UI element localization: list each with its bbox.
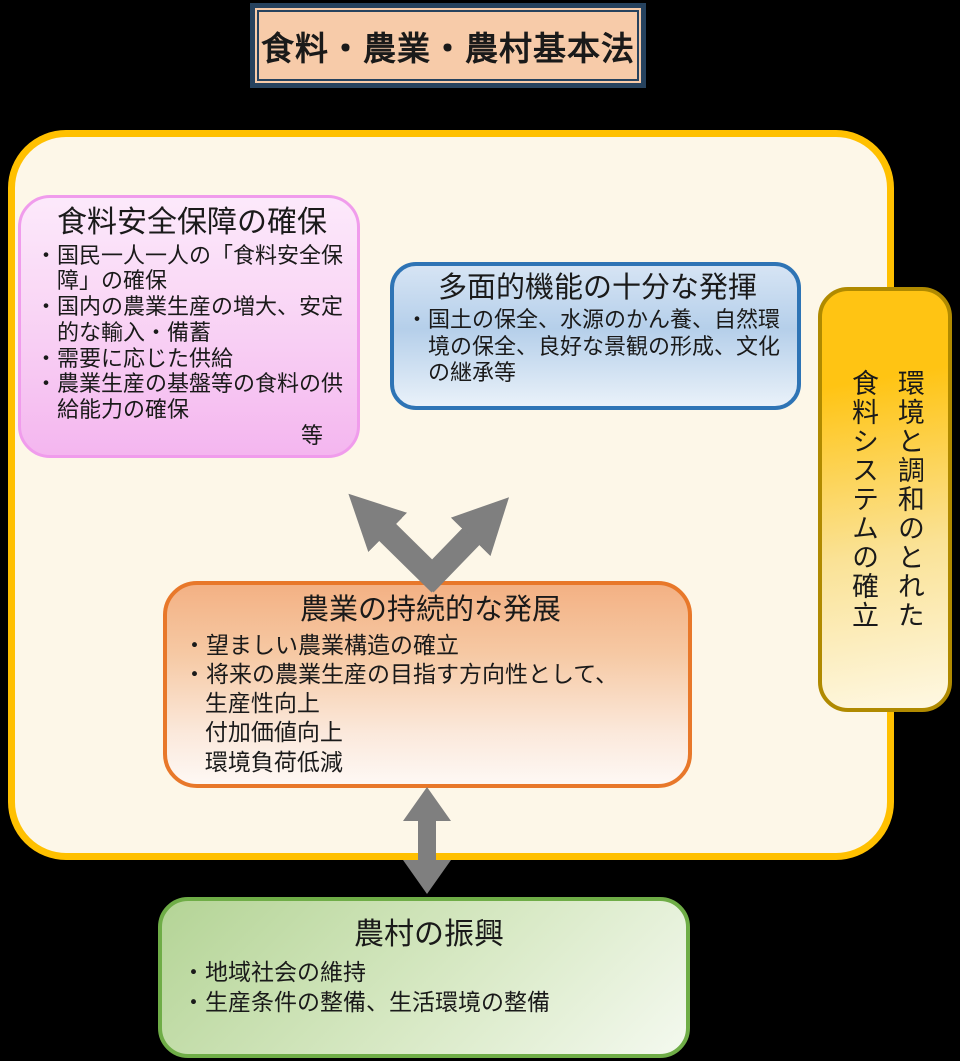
list-item: ・生産条件の整備、生活環境の整備 <box>182 988 550 1015</box>
list-item: ・国土の保全、水源のかん養、自然環境の保全、良好な景観の形成、文化の継承等 <box>406 307 781 386</box>
agriculture-box: 農業の持続的な発展 ・望ましい農業構造の確立・将来の農業生産の目指す方向性として… <box>163 581 692 788</box>
food-security-list: ・国民一人一人の「食料安全保障」の確保・国内の農業生産の増大、安定的な輸入・備蓄… <box>35 243 349 423</box>
agriculture-sublist: 生産性向上付加価値向上環境負荷低減 <box>183 689 678 777</box>
agriculture-list: ・望ましい農業構造の確立・将来の農業生産の目指す方向性として、 <box>183 631 678 689</box>
list-item: ・需要に応じた供給 <box>35 345 234 371</box>
multifunction-box: 多面的機能の十分な発揮 ・国土の保全、水源のかん養、自然環境の保全、良好な景観の… <box>390 262 801 410</box>
list-item: ・地域社会の維持 <box>182 959 366 985</box>
list-item: ・農業生産の基盤等の食料の供給能力の確保 <box>35 371 344 422</box>
list-item: ・望ましい農業構造の確立 <box>183 631 459 658</box>
food-security-box: 食料安全保障の確保 ・国民一人一人の「食料安全保障」の確保・国内の農業生産の増大… <box>18 195 360 458</box>
environment-title-line2: 食料システムの確立 <box>848 369 878 630</box>
list-item: ・国内の農業生産の増大、安定的な輸入・備蓄 <box>35 294 344 345</box>
food-security-title: 食料安全保障の確保 <box>57 206 327 239</box>
law-title-box: 食料・農業・農村基本法 <box>250 3 646 88</box>
food-security-etc: 等 <box>300 422 323 448</box>
environment-title-line1: 環境と調和のとれた <box>893 369 924 630</box>
environment-title: 環境と調和のとれた 食料システムの確立 <box>839 369 931 630</box>
list-item: 付加価値向上 <box>204 719 343 746</box>
list-item: 環境負荷低減 <box>204 748 343 775</box>
list-item: 生産性向上 <box>204 690 320 717</box>
list-item: ・国民一人一人の「食料安全保障」の確保 <box>35 242 344 294</box>
rural-box: 農村の振興 ・地域社会の維持・生産条件の整備、生活環境の整備 <box>158 897 690 1058</box>
rural-list: ・地域社会の維持・生産条件の整備、生活環境の整備 <box>182 958 676 1018</box>
agriculture-title: 農業の持続的な発展 <box>299 594 561 626</box>
list-item: ・将来の農業生産の目指す方向性として、 <box>183 661 619 687</box>
multifunction-title: 多面的機能の十分な発揮 <box>437 272 757 304</box>
law-title-label: 食料・農業・農村基本法 <box>261 29 635 67</box>
rural-title: 農村の振興 <box>354 918 504 951</box>
multifunction-list: ・国土の保全、水源のかん養、自然環境の保全、良好な景観の形成、文化の継承等 <box>406 307 789 386</box>
environment-box: 環境と調和のとれた 食料システムの確立 <box>818 287 952 712</box>
